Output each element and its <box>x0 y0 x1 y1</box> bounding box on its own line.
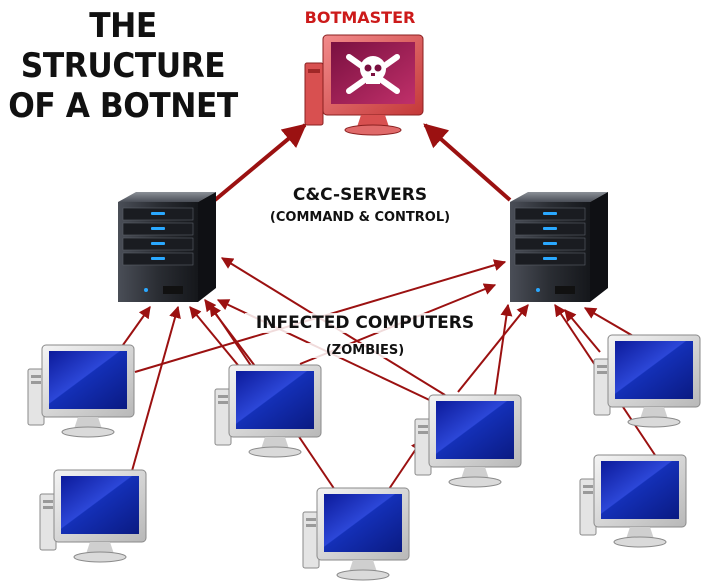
server-to-botmaster-arrow <box>423 123 512 202</box>
server-right-icon <box>510 192 608 302</box>
title-line-2: OF A BOTNET <box>8 86 238 126</box>
server-left-icon <box>118 192 216 302</box>
cc-servers-sublabel: (COMMAND & CONTROL) <box>269 210 451 225</box>
botmaster-label: BOTMASTER <box>304 8 416 27</box>
computer-icon <box>414 394 522 488</box>
connection-arrows <box>117 123 656 496</box>
zombie-to-server-arrow <box>564 309 601 353</box>
zombie-to-server-arrow <box>494 303 513 396</box>
cc-servers-label: C&C-SERVERS <box>292 185 428 205</box>
zombie-to-server-arrow <box>457 304 529 393</box>
botmaster-computer-icon <box>304 34 424 136</box>
title-line-1: THE STRUCTURE <box>20 6 226 86</box>
zombies-sublabel: (ZOMBIES) <box>290 343 440 358</box>
computer-icon <box>27 344 135 438</box>
computer-icon <box>214 364 322 458</box>
computer-icon <box>579 454 687 548</box>
server-to-botmaster-arrow <box>213 123 307 202</box>
computer-icon <box>302 487 410 581</box>
zombie-computers <box>27 334 701 581</box>
skull-icon <box>346 54 400 94</box>
page-title: THE STRUCTURE OF A BOTNET <box>8 6 238 126</box>
infected-computers-label: INFECTED COMPUTERS <box>245 313 485 333</box>
computer-icon <box>39 469 147 563</box>
zombie-to-server-arrow <box>129 305 181 479</box>
computer-icon <box>593 334 701 428</box>
zombie-to-server-arrow <box>189 306 243 371</box>
